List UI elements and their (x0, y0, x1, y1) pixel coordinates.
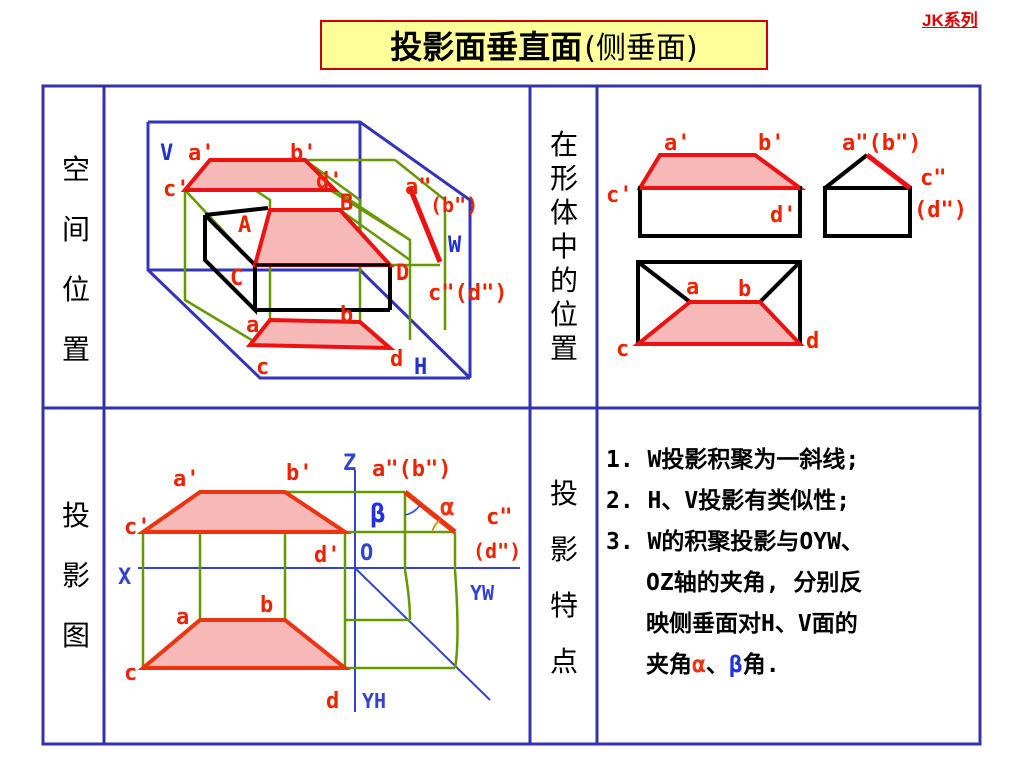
proj-label-b-prime: b' (286, 461, 313, 486)
label-projection-drawing: 投 影 图 (56, 486, 96, 666)
angle-alpha-label: α (440, 493, 454, 521)
label-char: 影 (549, 533, 578, 566)
label-a-h: a (246, 313, 259, 338)
pos-label-d-prime: d' (770, 203, 797, 228)
label-c-dprime-d-dprime: c"(d") (428, 281, 507, 306)
label-C: C (230, 266, 243, 291)
proj-label-a-b-dprime: a"(b") (372, 457, 451, 482)
pos-label-a-prime: a' (664, 131, 691, 156)
proj-label-d-dprime: (d") (473, 539, 521, 563)
label-c-h: c (256, 355, 269, 380)
label-space-position: 空 间 位 置 (56, 140, 96, 380)
label-char: 形 (549, 162, 578, 195)
pos-label-c: c (616, 337, 629, 362)
label-D: D (396, 261, 409, 286)
pos-label-b: b (738, 277, 751, 302)
label-char: 影 (61, 559, 90, 592)
label-char: 空 (61, 153, 90, 186)
inclined-face (252, 208, 395, 267)
feature-line-6: 夹角α、β角. (606, 645, 986, 686)
pos-label-c-dprime: c" (920, 166, 947, 191)
label-char: 在 (549, 128, 578, 161)
label-w-plane: W (448, 233, 462, 258)
pos-label-a: a (686, 275, 699, 300)
label-char: 投 (549, 477, 578, 510)
feature-line-3: 3. W的积聚投影与OYW、 (606, 529, 864, 555)
label-char: 点 (549, 645, 578, 678)
feature-line-5: 映侧垂面对H、V面的 (646, 611, 858, 637)
label-char: 的 (549, 264, 578, 297)
pos-label-d-dprime: (d") (914, 198, 967, 223)
label-char: 置 (61, 333, 90, 366)
pos-label-d: d (806, 329, 819, 354)
label-c-prime: c' (163, 177, 190, 202)
feature-line-1: 1. W投影积聚为一斜线; (606, 447, 860, 473)
proj-label-c: c (124, 661, 137, 686)
body-position-view: a' b' a"(b") c' d' c" (d") a b c d (606, 131, 967, 362)
label-B: B (340, 191, 353, 216)
label-char: 置 (549, 332, 578, 365)
beta-symbol: β (728, 652, 743, 678)
label-char: 位 (61, 273, 90, 306)
feature-text: 夹角 (646, 652, 692, 678)
axis-label-z: Z (343, 451, 356, 476)
label-h-plane: H (414, 355, 427, 380)
feature-text: 角. (742, 652, 780, 678)
projection-drawing: a' b' Z a"(b") β α c' d' O c" (d") X YW … (118, 451, 521, 714)
v-projection-face (180, 158, 340, 192)
angle-beta-label: β (370, 499, 386, 529)
pos-label-c-prime: c' (606, 183, 633, 208)
label-char: 中 (549, 230, 578, 263)
title-box: 投影面垂直面 (侧垂面) (320, 20, 768, 70)
label-v-plane: V (160, 141, 173, 166)
axis-label-yw: YW (470, 581, 495, 605)
feature-line-4: OZ轴的夹角, 分别反 (646, 570, 863, 596)
axis-label-yh: YH (362, 689, 386, 713)
proj-label-b: b (260, 593, 273, 618)
label-d-h: d (390, 347, 403, 372)
feature-line-2: 2. H、V投影有类似性; (606, 488, 851, 514)
alpha-symbol: α (692, 652, 706, 678)
label-in-body-position: 在 形 体 中 的 位 置 (544, 128, 584, 366)
label-char: 体 (549, 196, 578, 229)
label-b-dprime: (b") (430, 193, 478, 217)
label-A: A (238, 213, 251, 238)
series-link[interactable]: JK系列 (922, 11, 978, 30)
page-subtitle: (侧垂面) (584, 31, 698, 66)
table-border (41, 84, 982, 746)
label-b-h: b (340, 303, 353, 328)
proj-label-d-prime: d' (314, 543, 341, 568)
proj-label-a-prime: a' (173, 467, 200, 492)
label-char: 间 (61, 213, 90, 246)
h-projection-face (245, 317, 396, 351)
label-a-dprime: a" (405, 175, 432, 200)
projector-lines (183, 158, 447, 347)
axis-label-o: O (360, 541, 373, 566)
pos-label-a-b-dprime: a"(b") (842, 131, 921, 156)
label-char: 位 (549, 298, 578, 331)
space-view: V a' b' c' d' a" (b") B A W C D c"(d") b… (146, 120, 507, 380)
proj-label-d: d (326, 689, 339, 714)
axis-label-x: X (118, 565, 131, 590)
page-title: 投影面垂直面 (390, 28, 583, 66)
feature-text: 、 (705, 652, 729, 678)
label-char: 图 (61, 619, 90, 652)
label-b-prime: b' (290, 141, 317, 166)
proj-label-c-dprime: c" (486, 505, 513, 530)
proj-label-c-prime: c' (124, 515, 151, 540)
proj-label-a: a (176, 605, 189, 630)
features-list: 1. W投影积聚为一斜线; 2. H、V投影有类似性; 3. W的积聚投影与OY… (606, 440, 986, 686)
solid-body (203, 206, 392, 315)
label-d-prime: d' (316, 169, 343, 194)
pos-label-b-prime: b' (758, 131, 785, 156)
table-frame (41, 84, 982, 746)
label-char: 投 (61, 499, 90, 532)
label-char: 特 (549, 589, 578, 622)
w-projection-line (407, 187, 443, 263)
label-a-prime: a' (188, 141, 215, 166)
label-projection-features: 投 影 特 点 (544, 466, 584, 690)
